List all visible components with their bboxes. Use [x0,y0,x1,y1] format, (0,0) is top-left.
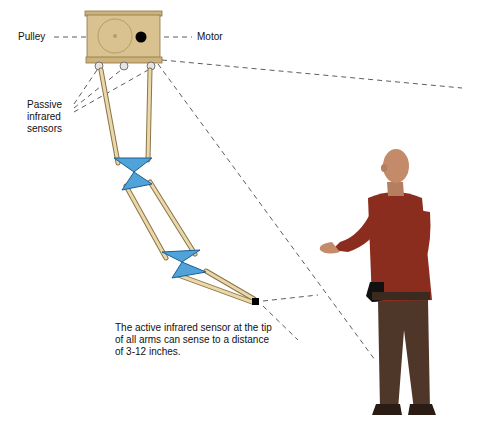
part-label: Pulley [18,31,45,43]
part-label: Passive infrared sensors [27,99,73,135]
part-label: Motor [197,31,223,43]
person-figure [320,149,436,415]
note-text: The active infrared sensor at the tip of… [115,322,273,358]
